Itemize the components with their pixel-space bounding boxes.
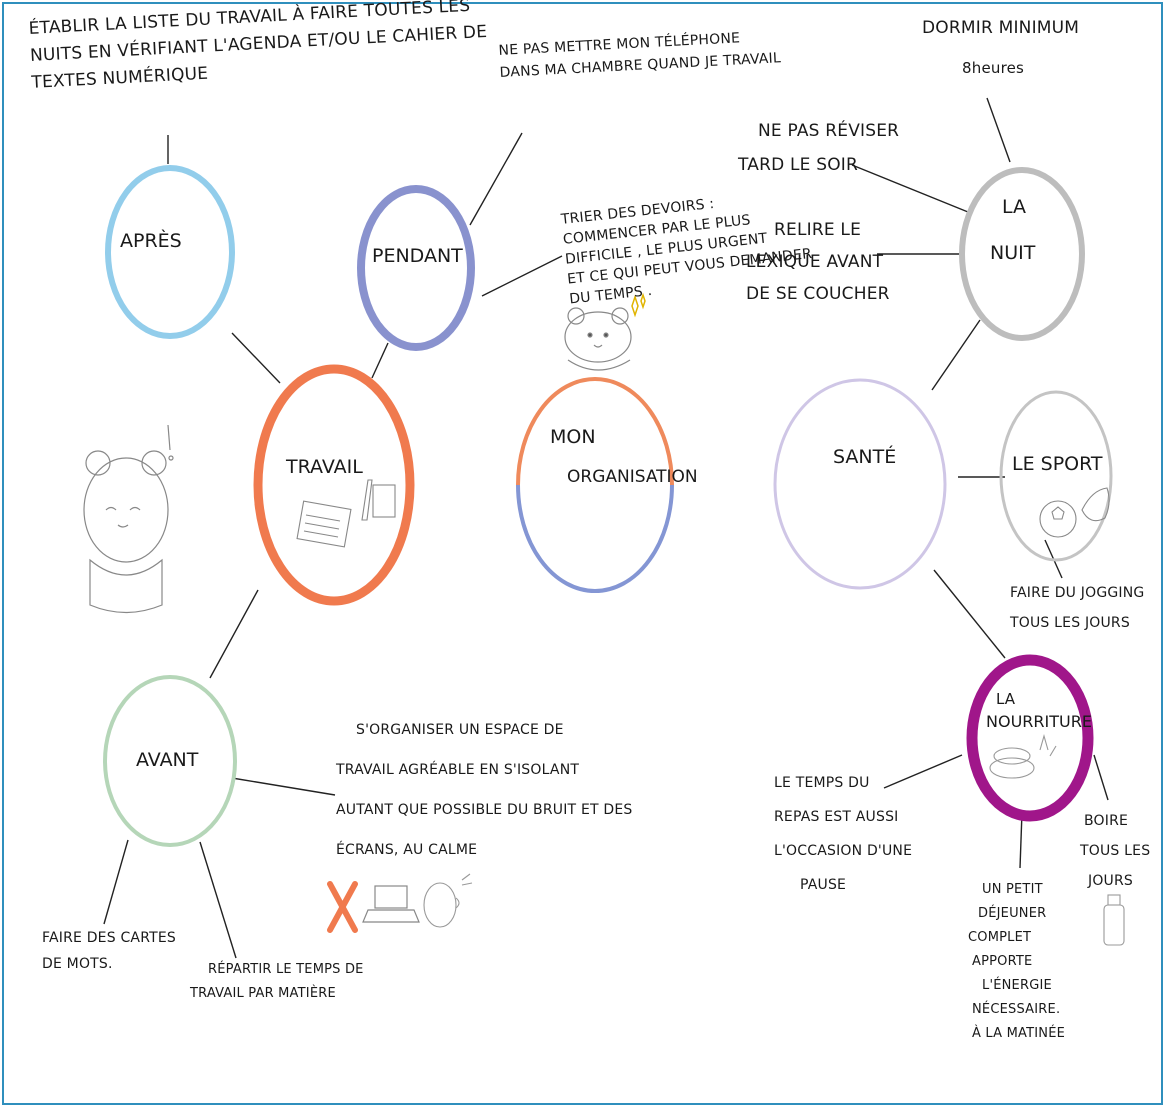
cross-mark-icon: [327, 881, 358, 933]
connector-sante-nuit: [931, 319, 981, 391]
nourriture-note-line: DÉJEUNER: [978, 906, 1047, 921]
connector-lines: [103, 97, 1109, 959]
sante-circle: [773, 378, 947, 590]
nourriture-note-dejeuner: UN PETIT DÉJEUNER COMPLET APPORTE L'ÉNER…: [960, 878, 1065, 1046]
center-circle-bottom: [516, 484, 674, 593]
sport-note-line: TOUS LES JOURS: [1010, 615, 1130, 631]
nourriture-note-line: JOURS: [1088, 873, 1134, 889]
nourriture-note-line: APPORTE: [972, 954, 1033, 969]
connector-travail-apres: [231, 332, 281, 384]
nuit-note-line: TARD LE SOIR: [738, 155, 859, 175]
nourriture-note-line: COMPLET: [968, 930, 1032, 945]
travail-circle: [253, 364, 415, 606]
avant-note-line: AUTANT QUE POSSIBLE DU BRUIT ET DES: [336, 802, 633, 818]
avant-circle: [103, 675, 237, 847]
nourriture-label-line1: LA: [996, 690, 1015, 708]
nourriture-note-line: REPAS EST AUSSI: [774, 809, 899, 825]
center-title-line2: ORGANISATION: [567, 467, 698, 487]
avant-note-line: FAIRE DES CARTES: [42, 930, 177, 946]
bear-with-exclamation-icon: [83, 424, 174, 614]
nuit-note-dormir: DORMIR MINIMUM 8heures: [922, 8, 1079, 88]
nuit-note-line: DORMIR MINIMUM: [922, 18, 1080, 38]
sport-label: LE SPORT: [1012, 453, 1103, 475]
nuit-note-line: LEXIQUE AVANT: [746, 252, 884, 272]
nourriture-note-line: À LA MATINÉE: [972, 1026, 1066, 1041]
connector-sante-nourriture: [933, 569, 1006, 659]
nourriture-note-line: TOUS LES: [1080, 843, 1151, 859]
apres-circle: [105, 165, 235, 339]
avant-note-line: S'ORGANISER UN ESPACE DE: [356, 722, 564, 738]
running-shoe-icon: [1081, 487, 1110, 522]
laptop-icon: [362, 885, 420, 923]
connector-pendant-note2: [481, 255, 563, 297]
avant-note-line: ÉCRANS, AU CALME: [336, 842, 478, 858]
connector-avant-note2: [103, 839, 129, 925]
papers-and-pens-icon: [296, 479, 396, 548]
connector-nuit-note1: [986, 97, 1011, 163]
sante-label: SANTÉ: [833, 446, 897, 468]
nuit-note-reviser: NE PAS RÉVISER TARD LE SOIR: [738, 114, 899, 182]
pendant-label: PENDANT: [372, 245, 463, 267]
nuit-note-line: RELIRE LE: [774, 220, 862, 240]
center-circle-top: [516, 377, 674, 486]
connector-travail-pendant: [371, 342, 389, 379]
avant-note-cartes: FAIRE DES CARTES DE MOTS.: [42, 925, 176, 977]
water-bottle-icon: [1103, 894, 1125, 946]
soccer-ball-icon: [1039, 500, 1077, 538]
nourriture-note-repas: LE TEMPS DU REPAS EST AUSSI L'OCCASION D…: [774, 766, 912, 902]
food-plate-icon: [989, 733, 1057, 779]
avant-note-espace: S'ORGANISER UN ESPACE DE TRAVAIL AGRÉABL…: [336, 710, 633, 870]
nuit-note-lexique: RELIRE LE LEXIQUE AVANT DE SE COUCHER: [746, 214, 890, 310]
connector-nourriture-note1: [883, 754, 963, 789]
person-ear-icon: [423, 873, 473, 928]
nuit-note-line: NE PAS RÉVISER: [758, 121, 900, 141]
avant-label: AVANT: [136, 749, 199, 771]
pendant-circle: [357, 185, 475, 351]
connector-avant-note3: [199, 841, 237, 959]
connector-nourriture-note2: [1019, 811, 1023, 869]
nuit-note-line: 8heures: [962, 59, 1025, 77]
nourriture-circle: [966, 654, 1094, 822]
apres-label: APRÈS: [120, 230, 182, 252]
sport-note: FAIRE DU JOGGING TOUS LES JOURS: [1010, 578, 1144, 638]
connector-travail-avant: [209, 589, 259, 679]
avant-note-line: TRAVAIL AGRÉABLE EN S'ISOLANT: [336, 762, 580, 778]
sport-circle: [999, 390, 1113, 562]
center-title-line1: MON: [550, 426, 596, 448]
nourriture-note-line: NÉCESSAIRE.: [972, 1002, 1061, 1017]
nuit-label-line2: NUIT: [990, 242, 1036, 264]
nourriture-note-line: BOIRE: [1084, 813, 1129, 829]
avant-note-temps: RÉPARTIR LE TEMPS DE TRAVAIL PAR MATIÈRE: [190, 958, 364, 1006]
connector-pendant-note1: [469, 132, 523, 226]
connector-avant-note1: [231, 777, 336, 796]
nuit-note-line: DE SE COUCHER: [746, 284, 890, 304]
avant-note-line: DE MOTS.: [42, 956, 113, 972]
nuit-label-line1: LA: [1002, 196, 1027, 218]
nourriture-note-line: PAUSE: [800, 877, 847, 893]
nuit-circle: [959, 167, 1085, 341]
sparkle-icon: [631, 292, 646, 318]
nourriture-note-line: UN PETIT: [982, 882, 1043, 897]
connector-nourriture-note3: [1093, 754, 1109, 801]
nourriture-note-line: L'OCCASION D'UNE: [774, 843, 913, 859]
nourriture-note-line: L'ÉNERGIE: [982, 978, 1052, 993]
connector-nuit-note2: [851, 164, 969, 213]
nourriture-note-line: LE TEMPS DU: [774, 775, 870, 791]
avant-note-line: TRAVAIL PAR MATIÈRE: [190, 986, 336, 1001]
bear-face-icon: [564, 307, 632, 371]
sport-note-line: FAIRE DU JOGGING: [1010, 585, 1145, 601]
travail-label: TRAVAIL: [286, 456, 363, 478]
nourriture-label-line2: NOURRITURE: [986, 712, 1092, 731]
avant-note-line: RÉPARTIR LE TEMPS DE: [208, 962, 364, 977]
nourriture-note-boire: BOIRE TOUS LES JOURS: [1080, 806, 1150, 896]
